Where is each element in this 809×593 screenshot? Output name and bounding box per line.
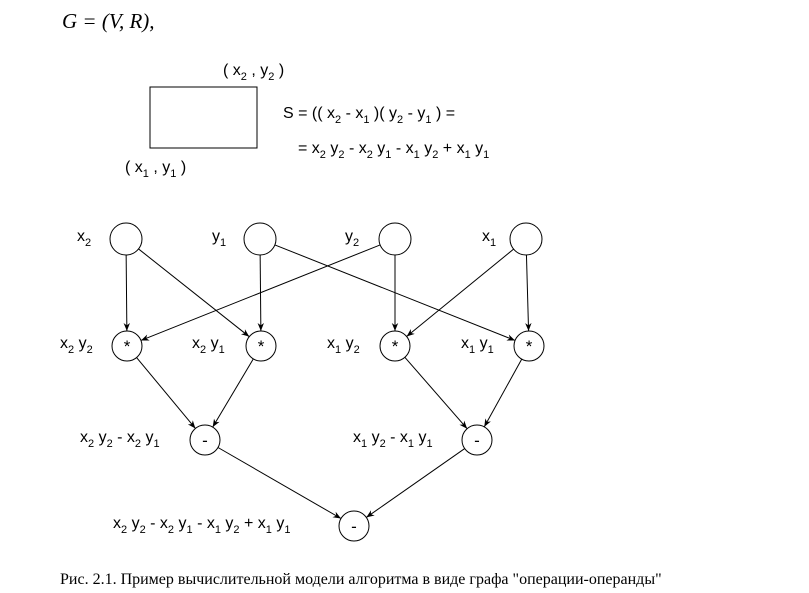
result-label-r: x2 y2 - x2 y1 - x1 y2 + x1 y1 [113, 515, 290, 536]
multiply-operator: * [526, 337, 533, 356]
rect-top-corner-label: ( x2 , y2 ) [223, 62, 284, 83]
product-node-p1 [111, 330, 143, 362]
edge-d2-r [366, 448, 465, 518]
area-formula-line1: S = (( x2 - x1 )( y2 - y1 ) = [283, 105, 455, 126]
edge-x2-p1 [123, 254, 130, 332]
edge-p4-d2 [483, 358, 523, 428]
multiply-operator: * [258, 337, 265, 356]
product-node-p4 [513, 330, 545, 362]
product-label-p4: x1 y1 [461, 335, 494, 356]
input-node-y1 [243, 222, 277, 256]
figure-caption: Рис. 2.1. Пример вычислительной модели а… [60, 571, 662, 588]
product-label-p1: x2 y2 [60, 335, 93, 356]
edge-y1-p4 [274, 244, 516, 341]
area-formula-line2: = x2 y2 - x2 y1 - x1 y2 + x1 y1 [298, 140, 489, 161]
product-node-p3 [379, 330, 411, 362]
input-node-y2 [378, 222, 412, 256]
difference-label-d2: x1 y2 - x1 y1 [353, 429, 433, 450]
subtract-operator: - [202, 431, 208, 450]
difference-node-d2 [461, 424, 493, 456]
input-label-x2: x2 [77, 228, 91, 249]
product-node-p2 [245, 330, 277, 362]
edge-y1-p2 [257, 254, 264, 332]
product-label-p3: x1 y2 [327, 335, 360, 356]
multiply-operator: * [392, 337, 399, 356]
input-node-x1 [509, 222, 543, 256]
difference-node-d1 [189, 424, 221, 456]
edge-p1-d1 [136, 357, 196, 429]
subtract-operator: - [474, 431, 480, 450]
edge-x2-p2 [138, 248, 250, 338]
input-label-y2: y2 [345, 228, 359, 249]
result-node-r [338, 510, 370, 542]
difference-label-d1: x2 y2 - x2 y1 [80, 429, 160, 450]
graph-nodes: x2 y1 y2 x1 * x2 y2 * x2 y1 * x1 y2 * x1 y1 - x2 y2 -… [60, 222, 545, 542]
product-label-p2: x2 y1 [192, 335, 225, 356]
multiply-operator: * [124, 337, 131, 356]
rectangle [149, 86, 258, 149]
edge-d1-r [217, 447, 342, 519]
edge-x1-p4 [525, 254, 532, 332]
input-label-y1: y1 [212, 228, 226, 249]
edge-x1-p3 [406, 248, 514, 337]
rect-bottom-corner-label: ( x1 , y1 ) [125, 159, 186, 180]
edge-p3-d2 [404, 356, 468, 430]
graph-edges [123, 244, 532, 519]
input-node-x2 [109, 222, 143, 256]
input-label-x1: x1 [482, 228, 496, 249]
subtract-operator: - [351, 517, 357, 536]
edge-p2-d1 [212, 358, 254, 428]
graph-definition: G = (V, R), [62, 9, 155, 33]
